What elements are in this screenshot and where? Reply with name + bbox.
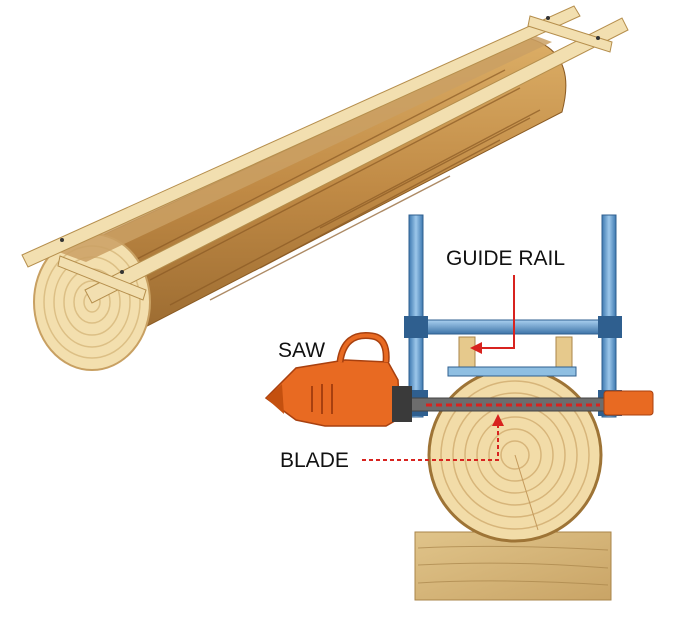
rail-cross-piece-right — [527, 15, 613, 53]
log-flat-top — [48, 30, 552, 262]
log-top-plate — [447, 366, 577, 377]
rail-cross-piece-left — [57, 255, 147, 301]
saw-callout: SAW — [278, 339, 325, 362]
blade-arrowhead — [492, 414, 504, 426]
guide-rail-board-back — [21, 5, 581, 268]
blade-callout: BLADE — [280, 414, 504, 472]
blade-label: BLADE — [280, 449, 349, 472]
chainsaw-bar-tip — [603, 390, 654, 416]
mill-frame — [404, 214, 622, 418]
base-board — [414, 531, 612, 601]
guide-rail-callout: GUIDE RAIL — [446, 247, 565, 354]
log-cross-section — [427, 367, 603, 543]
rail-nails — [60, 16, 600, 274]
large-log — [21, 5, 629, 371]
guide-rail-label: GUIDE RAIL — [446, 247, 565, 270]
guide-rail-board-front — [84, 17, 629, 304]
guide-rail-block-left — [458, 336, 476, 368]
saw-label: SAW — [278, 339, 325, 362]
guide-rail-block-right — [555, 336, 573, 368]
log-bark-texture — [134, 69, 541, 306]
chainsaw — [264, 332, 654, 427]
guide-rail-arrowhead — [470, 342, 482, 354]
